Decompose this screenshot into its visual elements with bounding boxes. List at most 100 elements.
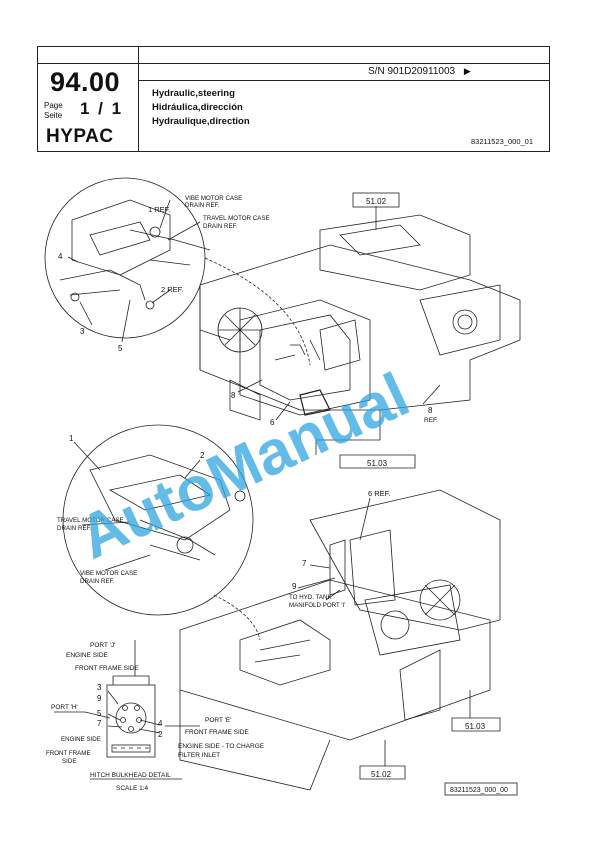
valve-spool bbox=[89, 221, 151, 256]
callout-number: 2 REF. bbox=[161, 285, 184, 294]
fan-blades bbox=[218, 308, 262, 352]
hitch-area bbox=[239, 619, 331, 686]
detail-label: ENGINE SIDE bbox=[66, 652, 109, 659]
callout-label: VIBE MOTOR CASE bbox=[185, 195, 242, 202]
callout-label: DRAIN REF. bbox=[185, 202, 220, 209]
bulkhead-top bbox=[112, 675, 150, 685]
bulkhead-base bbox=[111, 744, 151, 753]
frame-foot bbox=[229, 379, 261, 421]
brand-logo: HYPAC bbox=[46, 126, 114, 147]
leader-lines bbox=[67, 199, 441, 421]
detail-leaders bbox=[107, 640, 161, 734]
callout-label: TO HYD. TANK bbox=[289, 594, 333, 601]
ref-box bbox=[451, 717, 501, 732]
detail-circle-bottom bbox=[62, 424, 254, 616]
callout-label: DRAIN REF. bbox=[203, 223, 238, 230]
fitting bbox=[70, 292, 80, 302]
engine-fan-bottom bbox=[419, 579, 461, 621]
detail-label: PORT 'E' bbox=[205, 717, 231, 724]
callout-number: 6 bbox=[270, 418, 275, 427]
ref-label: 51.03 bbox=[465, 722, 486, 731]
engine-block-bottom bbox=[364, 584, 461, 656]
engine-body bbox=[239, 299, 371, 416]
divider bbox=[38, 63, 138, 64]
port-h-leader bbox=[54, 711, 111, 719]
leader-lines bbox=[73, 441, 201, 571]
serial-number-text: S/N 901D20911003 bbox=[368, 66, 456, 77]
ref-leader bbox=[315, 410, 381, 455]
hydraulic-lines bbox=[59, 269, 146, 301]
detail-link bbox=[204, 257, 311, 366]
ref-box bbox=[352, 192, 400, 208]
page-number: 1 / 1 bbox=[80, 99, 124, 118]
detail-number: 4 bbox=[158, 719, 163, 728]
detail-number: 5 bbox=[97, 709, 102, 718]
rear-frame-top bbox=[339, 224, 421, 256]
hitch-lines bbox=[254, 639, 311, 663]
rear-frame-bottom bbox=[309, 489, 501, 631]
callout-number: 1 bbox=[69, 434, 74, 443]
bearing-plate bbox=[452, 309, 478, 335]
hitch-detail-frame bbox=[89, 454, 231, 541]
page-label-en: Page bbox=[44, 101, 63, 110]
valve-block bbox=[71, 199, 171, 276]
detail-label: SIDE bbox=[62, 758, 76, 765]
frame-end bbox=[399, 649, 441, 721]
hoses bbox=[274, 339, 321, 361]
detail-label: FRONT FRAME SIDE bbox=[75, 665, 139, 672]
title-french: Hydraulique,direction bbox=[152, 116, 250, 127]
port-fitting bbox=[128, 726, 134, 732]
pulley bbox=[380, 610, 410, 640]
bulkhead-plate bbox=[106, 684, 156, 758]
detail-label: ENGINE SIDE bbox=[61, 736, 101, 743]
callout-label: TRAVEL MOTOR CASE bbox=[57, 517, 124, 524]
hydraulic-tank bbox=[319, 319, 361, 371]
detail-label: ENGINE SIDE - TO CHARGE bbox=[178, 743, 265, 750]
fitting bbox=[145, 300, 155, 310]
detail-title: HITCH BULKHEAD DETAIL bbox=[90, 772, 171, 779]
callout-number: 2 bbox=[200, 451, 205, 460]
filter bbox=[299, 389, 331, 416]
frame-side bbox=[199, 285, 231, 370]
title-english: Hydraulic,steering bbox=[152, 88, 235, 99]
detail-number: 9 bbox=[97, 694, 102, 703]
section-number: 94.00 bbox=[50, 67, 121, 97]
callout-number: 8 bbox=[231, 391, 236, 400]
divider bbox=[138, 47, 139, 151]
ref-box bbox=[359, 765, 406, 780]
callout-number: 7 bbox=[302, 559, 307, 568]
leader-lines bbox=[297, 497, 371, 601]
valve-bank bbox=[329, 539, 346, 596]
callout-label: DRAIN REF. bbox=[80, 578, 115, 585]
ref-label: 51.02 bbox=[371, 770, 392, 779]
port-fitting bbox=[134, 705, 140, 711]
detail-link bbox=[213, 594, 261, 641]
ref-box bbox=[339, 454, 416, 469]
port-fitting bbox=[120, 717, 126, 723]
detail-number: 3 bbox=[97, 683, 102, 692]
frame-outline bbox=[199, 244, 521, 411]
callout-number: 1 REF. bbox=[148, 205, 171, 214]
fitting bbox=[234, 490, 246, 502]
callout-number: 9 bbox=[292, 582, 297, 591]
detail-label: FRONT FRAME SIDE bbox=[185, 729, 249, 736]
detail-scale: SCALE 1:4 bbox=[116, 785, 149, 792]
detail-label: PORT 'H' bbox=[51, 704, 78, 711]
hitch-plate bbox=[419, 284, 501, 356]
hoses-bottom bbox=[139, 519, 216, 561]
bulkhead-flange bbox=[115, 702, 147, 734]
ref-leader bbox=[384, 690, 471, 766]
detail-number: 2 bbox=[158, 730, 163, 739]
callout-label: TRAVEL MOTOR CASE bbox=[203, 215, 270, 222]
detail-label: PORT 'J' bbox=[90, 642, 115, 649]
bearing-hole bbox=[457, 314, 473, 330]
page-label-de: Seite bbox=[44, 111, 63, 120]
detail-label: FILTER INLET bbox=[178, 752, 220, 759]
title-spanish: Hidráulica,dirección bbox=[152, 102, 243, 113]
fitting bbox=[149, 226, 161, 238]
callout-number: 5 bbox=[118, 344, 123, 353]
callout-label: REF. bbox=[424, 417, 438, 424]
drawing-id: 83211523_000_00 bbox=[450, 787, 508, 794]
serial-number: S/N 901D20911003 ▶ bbox=[368, 66, 471, 77]
